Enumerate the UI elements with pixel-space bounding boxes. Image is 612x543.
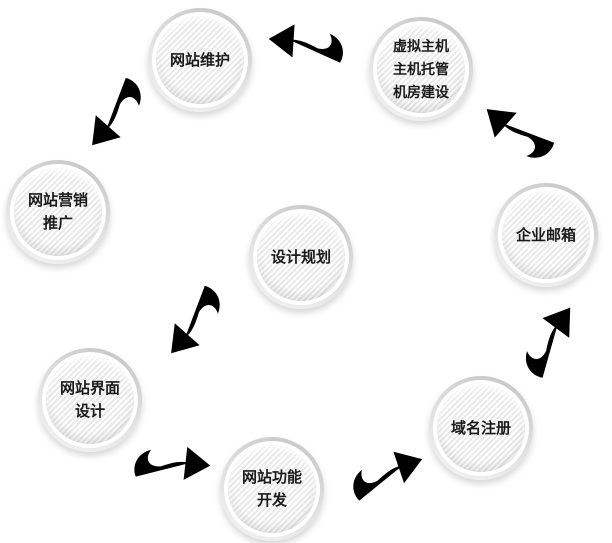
node-website-function-development-label: 网站功能 开发 <box>228 445 316 533</box>
node-domain-registration-label: 域名注册 <box>437 384 525 472</box>
arrow-development-to-domain-icon <box>346 445 429 502</box>
node-website-marketing-promotion-label: 网站营销 推广 <box>14 168 102 256</box>
node-hosting-services-label: 虚拟主机 主机托管 机房建设 <box>377 25 465 113</box>
arrow-planning-to-ui-design-icon <box>154 283 234 364</box>
node-enterprise-email-label: 企业邮箱 <box>502 191 590 279</box>
node-domain-registration: 域名注册 <box>429 376 533 480</box>
node-website-maintenance-label: 网站维护 <box>156 16 244 104</box>
node-website-function-development: 网站功能 开发 <box>220 437 324 541</box>
node-website-marketing-promotion: 网站营销 推广 <box>6 160 110 264</box>
node-website-ui-design: 网站界面 设计 <box>38 348 142 452</box>
arrow-domain-to-email-icon <box>511 298 589 380</box>
node-hosting-services: 虚拟主机 主机托管 机房建设 <box>369 17 473 121</box>
node-website-ui-design-label: 网站界面 设计 <box>46 356 134 444</box>
arrow-ui-design-to-development-icon <box>132 438 213 490</box>
node-enterprise-email: 企业邮箱 <box>494 183 598 287</box>
node-website-maintenance: 网站维护 <box>148 8 252 112</box>
node-design-planning-label: 设计规划 <box>257 213 345 301</box>
arrow-email-to-hosting-icon <box>476 92 557 172</box>
arrow-hosting-to-maintenance-icon <box>268 24 343 63</box>
node-design-planning: 设计规划 <box>249 205 353 309</box>
